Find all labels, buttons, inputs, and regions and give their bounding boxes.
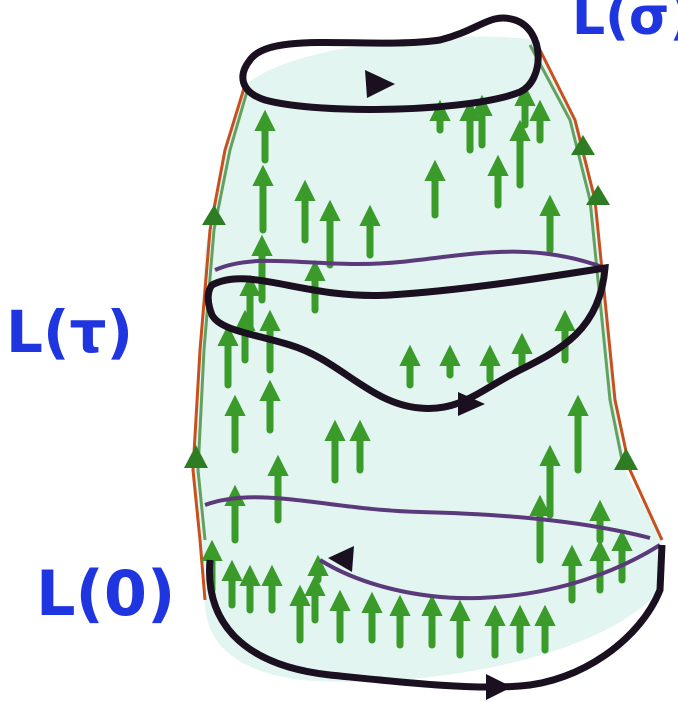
label-middle: L(τ) [6, 298, 133, 366]
label-top: L(σ) [572, 0, 678, 47]
label-bottom: L(0) [36, 557, 175, 630]
arrowhead-icon [486, 674, 512, 700]
